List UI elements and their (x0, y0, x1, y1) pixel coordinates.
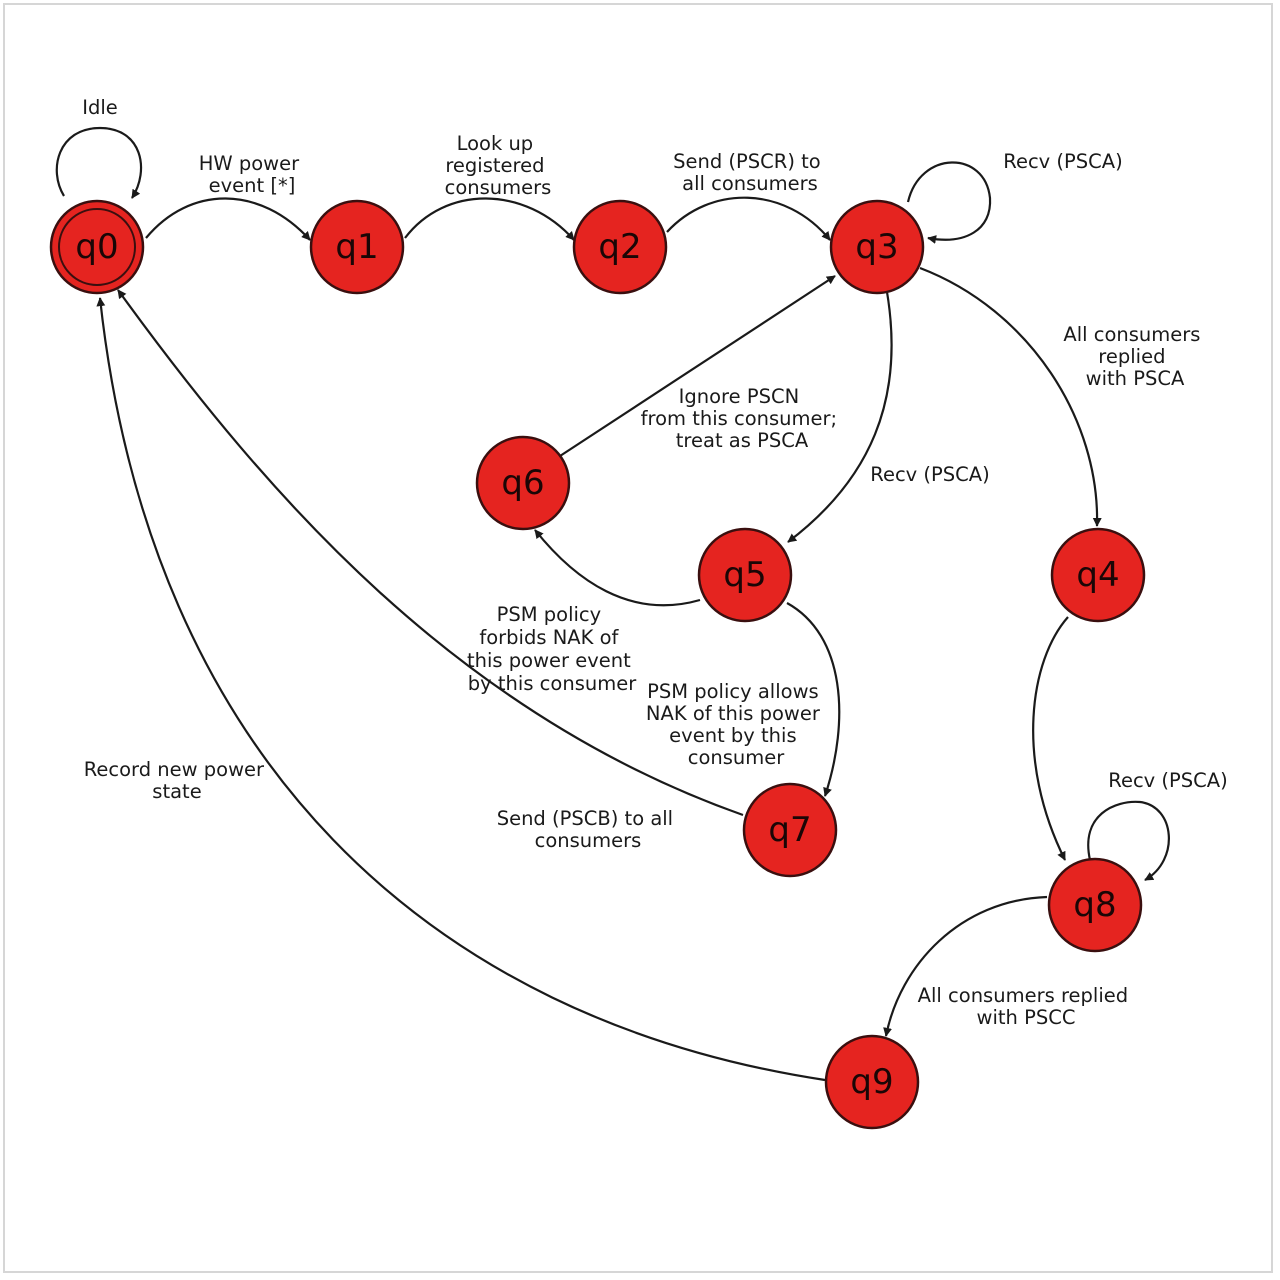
state-q7-label: q7 (768, 810, 811, 850)
edge-q3-q5 (787, 291, 893, 543)
label-idle: Idle (82, 96, 118, 119)
state-q1: q1 (309, 199, 405, 295)
state-q8-label: q8 (1073, 885, 1116, 925)
label-q0-q1: HW power event [*] (199, 152, 306, 197)
label-q6-q3: Ignore PSCN from this consumer; treat as… (641, 385, 844, 452)
label-q8-self: Recv (PSCA) (1108, 769, 1227, 792)
edge-q8-q9 (883, 895, 1048, 1037)
label-q8-q9: All consumers replied with PSCC (918, 984, 1135, 1029)
state-q7: q7 (742, 782, 838, 878)
state-q9-label: q9 (850, 1062, 893, 1102)
edge-q3-q4 (919, 266, 1102, 527)
state-q3: q3 (829, 199, 925, 295)
state-q1-label: q1 (335, 227, 378, 267)
edge-q7-q0 (117, 289, 744, 817)
edge-q2-q3 (666, 196, 831, 241)
state-q6: q6 (475, 435, 571, 531)
edge-q9-q0 (96, 297, 826, 1082)
state-q0: q0 (49, 199, 145, 295)
label-q9-q0: Record new power state (84, 758, 271, 803)
edge-q0-q1 (145, 197, 311, 241)
states: q0 q1 q2 q3 q6 q5 q4 q7 (49, 199, 1146, 1130)
edge-q6-q3 (559, 275, 836, 457)
label-q7-q0: Send (PSCB) to all consumers (497, 807, 680, 852)
state-q4: q4 (1050, 527, 1146, 623)
state-q6-label: q6 (501, 463, 544, 503)
state-q2-label: q2 (598, 227, 641, 267)
label-q3-q5: Recv (PSCA) (870, 463, 989, 486)
label-q2-q3: Send (PSCR) to all consumers (673, 150, 827, 195)
edge-q5-q6 (534, 529, 701, 607)
state-q5: q5 (697, 527, 793, 623)
edges (55, 126, 1170, 1082)
state-q0-label: q0 (75, 227, 118, 267)
state-q2: q2 (572, 199, 668, 295)
label-q3-q4: All consumers replied with PSCA (1063, 323, 1206, 390)
state-q3-label: q3 (855, 227, 898, 267)
edge-q5-q7 (786, 602, 841, 797)
edge-q4-q8 (1032, 616, 1069, 861)
label-q1-q2: Look up registered consumers (445, 132, 552, 199)
label-q3-self: Recv (PSCA) (1003, 150, 1122, 173)
state-q4-label: q4 (1076, 555, 1119, 595)
edge-q1-q2 (404, 197, 575, 241)
label-q5-q7: PSM policy allows NAK of this power even… (646, 680, 826, 769)
edge-q8-self-loop (1087, 800, 1170, 881)
edge-q3-self-loop (906, 161, 992, 244)
state-q5-label: q5 (723, 555, 766, 595)
edge-labels: Idle HW power event [*] Look up register… (82, 96, 1227, 1029)
label-q5-q6: PSM policy forbids NAK of this power eve… (467, 603, 637, 695)
state-q9: q9 (824, 1034, 920, 1130)
edge-q0-idle-loop (55, 126, 143, 199)
state-q8: q8 (1047, 857, 1143, 953)
